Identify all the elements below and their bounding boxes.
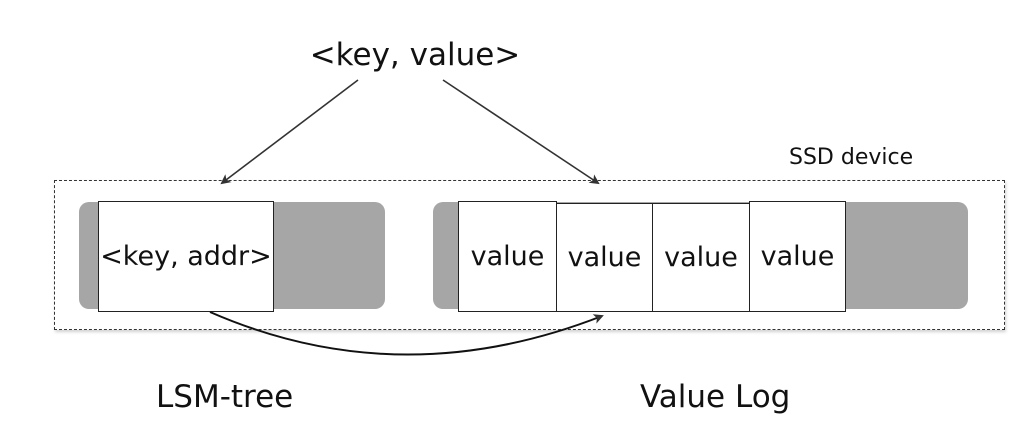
lsm-tree-entry: <key, addr> <box>98 201 274 312</box>
key-value-label: <key, value> <box>309 37 521 73</box>
value-log-cell: value <box>652 203 750 312</box>
value-log-caption: Value Log <box>640 379 791 415</box>
arrow-to-value-log <box>442 79 600 185</box>
value-log-cell: value <box>556 203 653 312</box>
lsm-tree-caption: LSM-tree <box>156 379 294 415</box>
arrow-to-lsm-tree <box>220 79 359 185</box>
value-log-cell: value <box>749 201 846 312</box>
value-log-cell: value <box>458 201 557 312</box>
ssd-device-label: SSD device <box>789 145 914 170</box>
